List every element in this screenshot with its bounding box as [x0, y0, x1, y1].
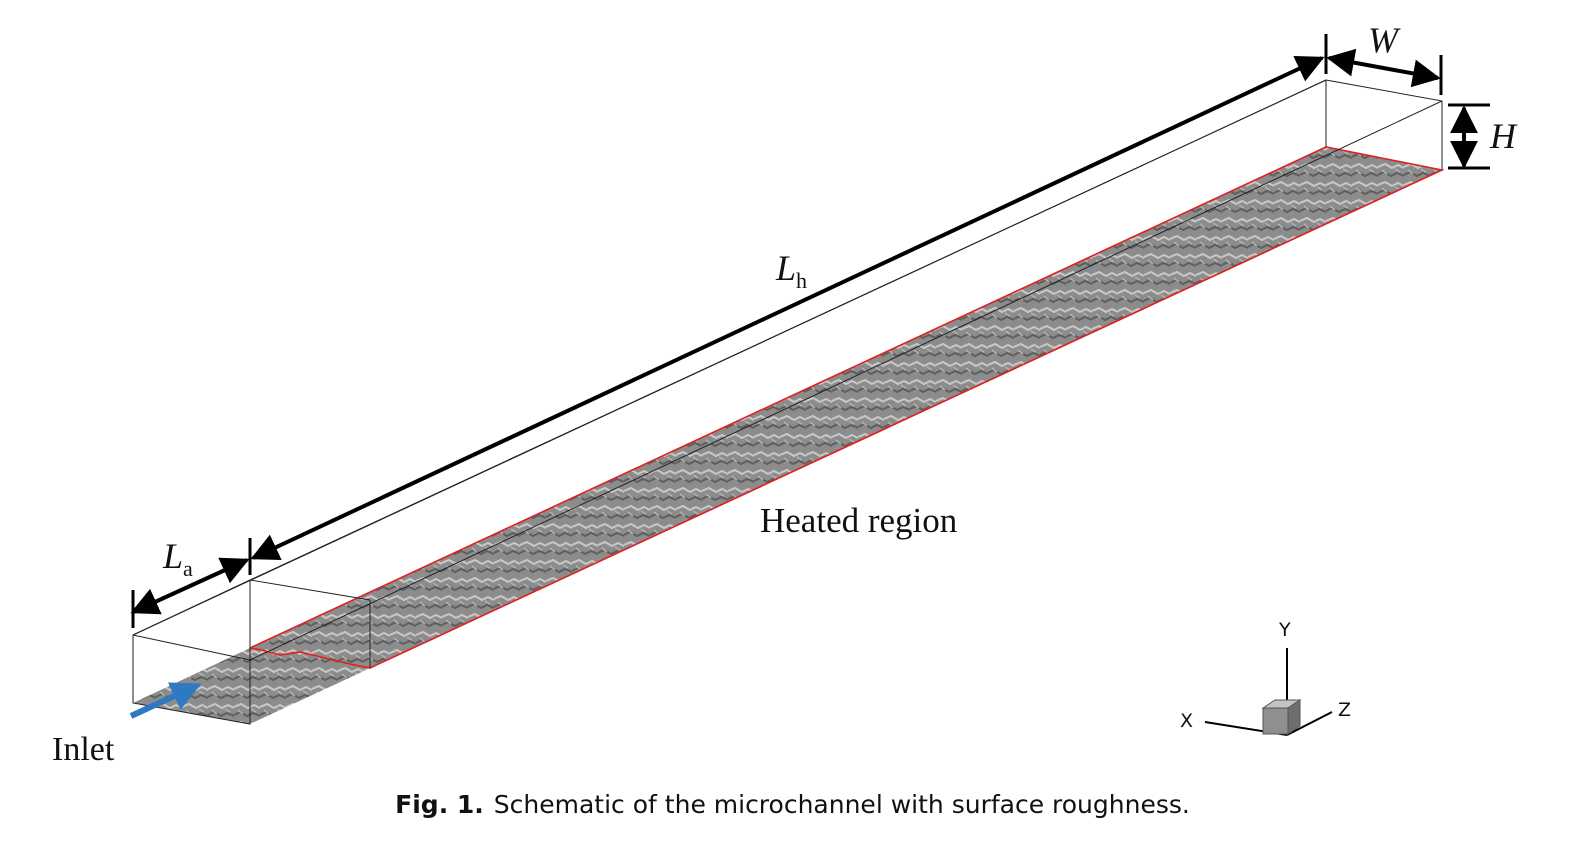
label-Lh-main: L: [775, 248, 796, 288]
inlet-arrow-icon: [129, 682, 202, 719]
axis-label-x: X: [1180, 710, 1193, 732]
dimension-lines: [130, 48, 1478, 615]
label-La-sub: a: [183, 556, 193, 581]
La-dimension-line: [130, 557, 250, 615]
W-dimension-line: [1326, 48, 1441, 88]
coordinate-axes: Y X Z: [1180, 619, 1351, 736]
label-La: La: [162, 536, 193, 581]
heated-region-label: Heated region: [760, 501, 957, 540]
label-Lh: Lh: [775, 248, 807, 293]
label-H: H: [1489, 116, 1518, 156]
figure-caption: Fig. 1. Schematic of the microchannel wit…: [0, 790, 1585, 819]
caption-number: Fig. 1.: [395, 790, 484, 819]
rough-bottom-surface: [133, 147, 1442, 724]
label-La-main: L: [162, 536, 183, 576]
label-Lh-sub: h: [796, 268, 807, 293]
heated-region-outline: [249, 146, 1445, 669]
label-W: W: [1368, 20, 1401, 60]
inlet-label: Inlet: [52, 731, 115, 768]
axis-label-z: Z: [1338, 699, 1351, 721]
Lh-dimension-line: [250, 55, 1325, 561]
dimension-ticks: [131, 34, 1490, 628]
caption-text: Schematic of the microchannel with surfa…: [493, 790, 1190, 819]
axis-cube-icon: [1261, 699, 1302, 735]
axis-label-y: Y: [1278, 619, 1291, 641]
